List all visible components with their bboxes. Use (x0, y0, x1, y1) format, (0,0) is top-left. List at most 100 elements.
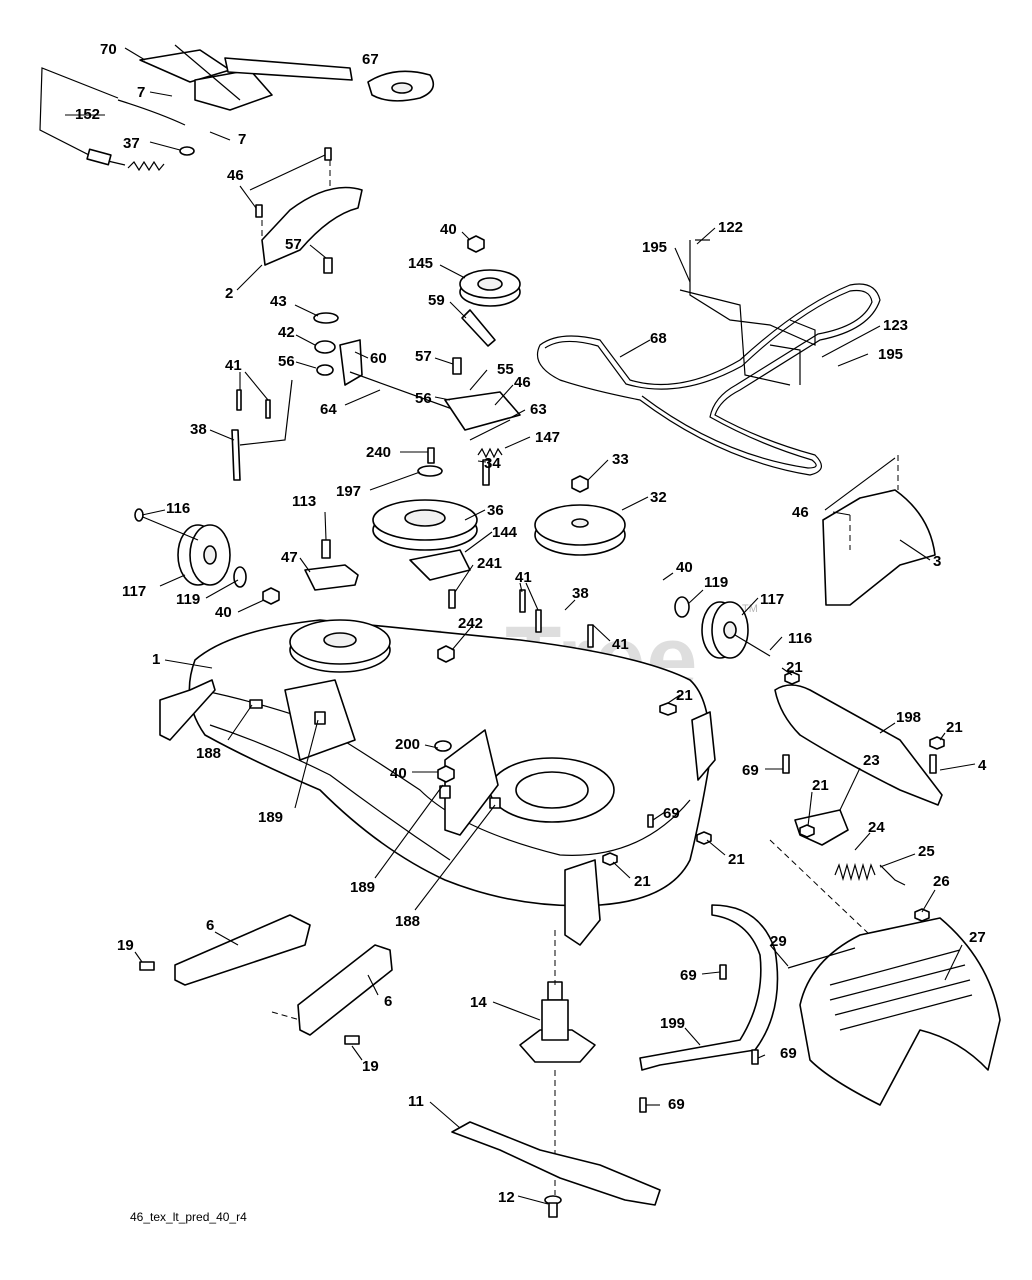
part-spindle-14[interactable] (519, 930, 596, 1195)
part-mower-deck[interactable] (159, 619, 716, 946)
callout-46[interactable]: 46 (227, 167, 244, 184)
callout-68[interactable]: 68 (650, 330, 667, 347)
callout-2[interactable]: 2 (225, 285, 233, 302)
callout-11[interactable]: 11 (408, 1093, 424, 1110)
callout-34[interactable]: 34 (484, 455, 501, 472)
part-belt-guide-122[interactable] (679, 239, 816, 386)
callout-42[interactable]: 42 (278, 324, 295, 341)
callout-57[interactable]: 57 (415, 348, 432, 365)
part-idler-pulley-145[interactable] (459, 269, 521, 347)
callout-14[interactable]: 14 (470, 994, 487, 1011)
callout-122[interactable]: 122 (718, 219, 743, 236)
part-hardware[interactable] (139, 147, 945, 1113)
part-knob[interactable] (367, 70, 435, 102)
part-rod-29[interactable] (787, 947, 856, 969)
callout-63[interactable]: 63 (530, 401, 547, 418)
part-baffle-198[interactable] (774, 684, 943, 806)
callout-147[interactable]: 147 (535, 429, 560, 446)
callout-47[interactable]: 47 (281, 549, 298, 566)
callout-200[interactable]: 200 (395, 736, 420, 753)
part-hanger-bracket-6-right[interactable] (297, 944, 393, 1036)
callout-198[interactable]: 198 (896, 709, 921, 726)
callout-59[interactable]: 59 (428, 292, 445, 309)
callout-69[interactable]: 69 (663, 805, 680, 822)
part-blade-11[interactable] (451, 1121, 661, 1206)
callout-197[interactable]: 197 (336, 483, 361, 500)
part-bracket-47[interactable] (304, 564, 359, 591)
callout-242[interactable]: 242 (458, 615, 483, 632)
callout-241[interactable]: 241 (477, 555, 502, 572)
callout-46[interactable]: 46 (792, 504, 809, 521)
part-spring-25[interactable] (834, 862, 906, 886)
callout-41[interactable]: 41 (612, 636, 629, 653)
part-gauge-wheel-right[interactable] (674, 596, 771, 659)
callout-188[interactable]: 188 (196, 745, 221, 762)
callout-70[interactable]: 70 (100, 41, 117, 58)
part-idler-bracket[interactable] (444, 391, 521, 459)
part-nut-40-top[interactable] (467, 235, 485, 253)
part-belt-cover-right[interactable] (822, 455, 936, 606)
callout-56[interactable]: 56 (415, 390, 432, 407)
callout-240[interactable]: 240 (366, 444, 391, 461)
part-lift-cable[interactable] (39, 67, 186, 172)
part-gauge-wheel-left[interactable] (134, 508, 247, 588)
callout-29[interactable]: 29 (770, 933, 787, 950)
callout-56[interactable]: 56 (278, 353, 295, 370)
part-belt-cover-left[interactable] (261, 160, 363, 266)
part-idler-arm-left[interactable] (313, 312, 456, 411)
callout-40[interactable]: 40 (390, 765, 407, 782)
callout-46[interactable]: 46 (514, 374, 531, 391)
callout-21[interactable]: 21 (812, 777, 829, 794)
callout-21[interactable]: 21 (728, 851, 745, 868)
callout-27[interactable]: 27 (969, 929, 986, 946)
callout-119[interactable]: 119 (176, 591, 200, 608)
part-discharge-chute-27[interactable] (769, 839, 1001, 1106)
callout-36[interactable]: 36 (487, 502, 504, 519)
callout-113[interactable]: 113 (292, 493, 316, 510)
callout-69[interactable]: 69 (742, 762, 759, 779)
callout-189[interactable]: 189 (258, 809, 283, 826)
callout-38[interactable]: 38 (572, 585, 589, 602)
part-bracket-38-left[interactable] (231, 379, 293, 481)
callout-57[interactable]: 57 (285, 236, 302, 253)
callout-37[interactable]: 37 (123, 135, 140, 152)
part-belt-68[interactable] (536, 283, 881, 476)
part-height-lever[interactable] (139, 44, 353, 111)
callout-195[interactable]: 195 (878, 346, 903, 363)
callout-24[interactable]: 24 (868, 819, 885, 836)
callout-189[interactable]: 189 (350, 879, 375, 896)
callout-12[interactable]: 12 (498, 1189, 515, 1206)
callout-43[interactable]: 43 (270, 293, 287, 310)
callout-6[interactable]: 6 (206, 917, 214, 934)
part-washer-37[interactable] (179, 146, 195, 156)
callout-23[interactable]: 23 (863, 752, 880, 769)
part-hanger-bracket-6-left[interactable] (174, 914, 311, 986)
callout-40[interactable]: 40 (676, 559, 693, 576)
callout-6[interactable]: 6 (384, 993, 392, 1010)
callout-144[interactable]: 144 (492, 524, 518, 541)
callout-188[interactable]: 188 (395, 913, 420, 930)
callout-32[interactable]: 32 (650, 489, 667, 506)
part-spindle-pulley-32[interactable] (534, 475, 626, 556)
callout-1[interactable]: 1 (152, 651, 160, 668)
callout-145[interactable]: 145 (408, 255, 433, 272)
part-pulley-36[interactable] (372, 465, 478, 581)
callout-19[interactable]: 19 (117, 937, 134, 954)
callout-26[interactable]: 26 (933, 873, 950, 890)
callout-41[interactable]: 41 (225, 357, 242, 374)
callout-116[interactable]: 116 (788, 630, 812, 647)
callout-67[interactable]: 67 (362, 51, 379, 68)
callout-19[interactable]: 19 (362, 1058, 379, 1075)
callout-21[interactable]: 21 (634, 873, 651, 890)
part-baffle-199[interactable] (639, 904, 779, 1071)
callout-21[interactable]: 21 (786, 659, 803, 676)
callout-195[interactable]: 195 (642, 239, 667, 256)
callout-69[interactable]: 69 (668, 1096, 685, 1113)
callout-40[interactable]: 40 (215, 604, 232, 621)
callout-69[interactable]: 69 (680, 967, 697, 984)
callout-40[interactable]: 40 (440, 221, 457, 238)
callout-21[interactable]: 21 (946, 719, 963, 736)
callout-7[interactable]: 7 (137, 84, 145, 101)
callout-41[interactable]: 41 (515, 569, 532, 586)
callout-60[interactable]: 60 (370, 350, 387, 367)
